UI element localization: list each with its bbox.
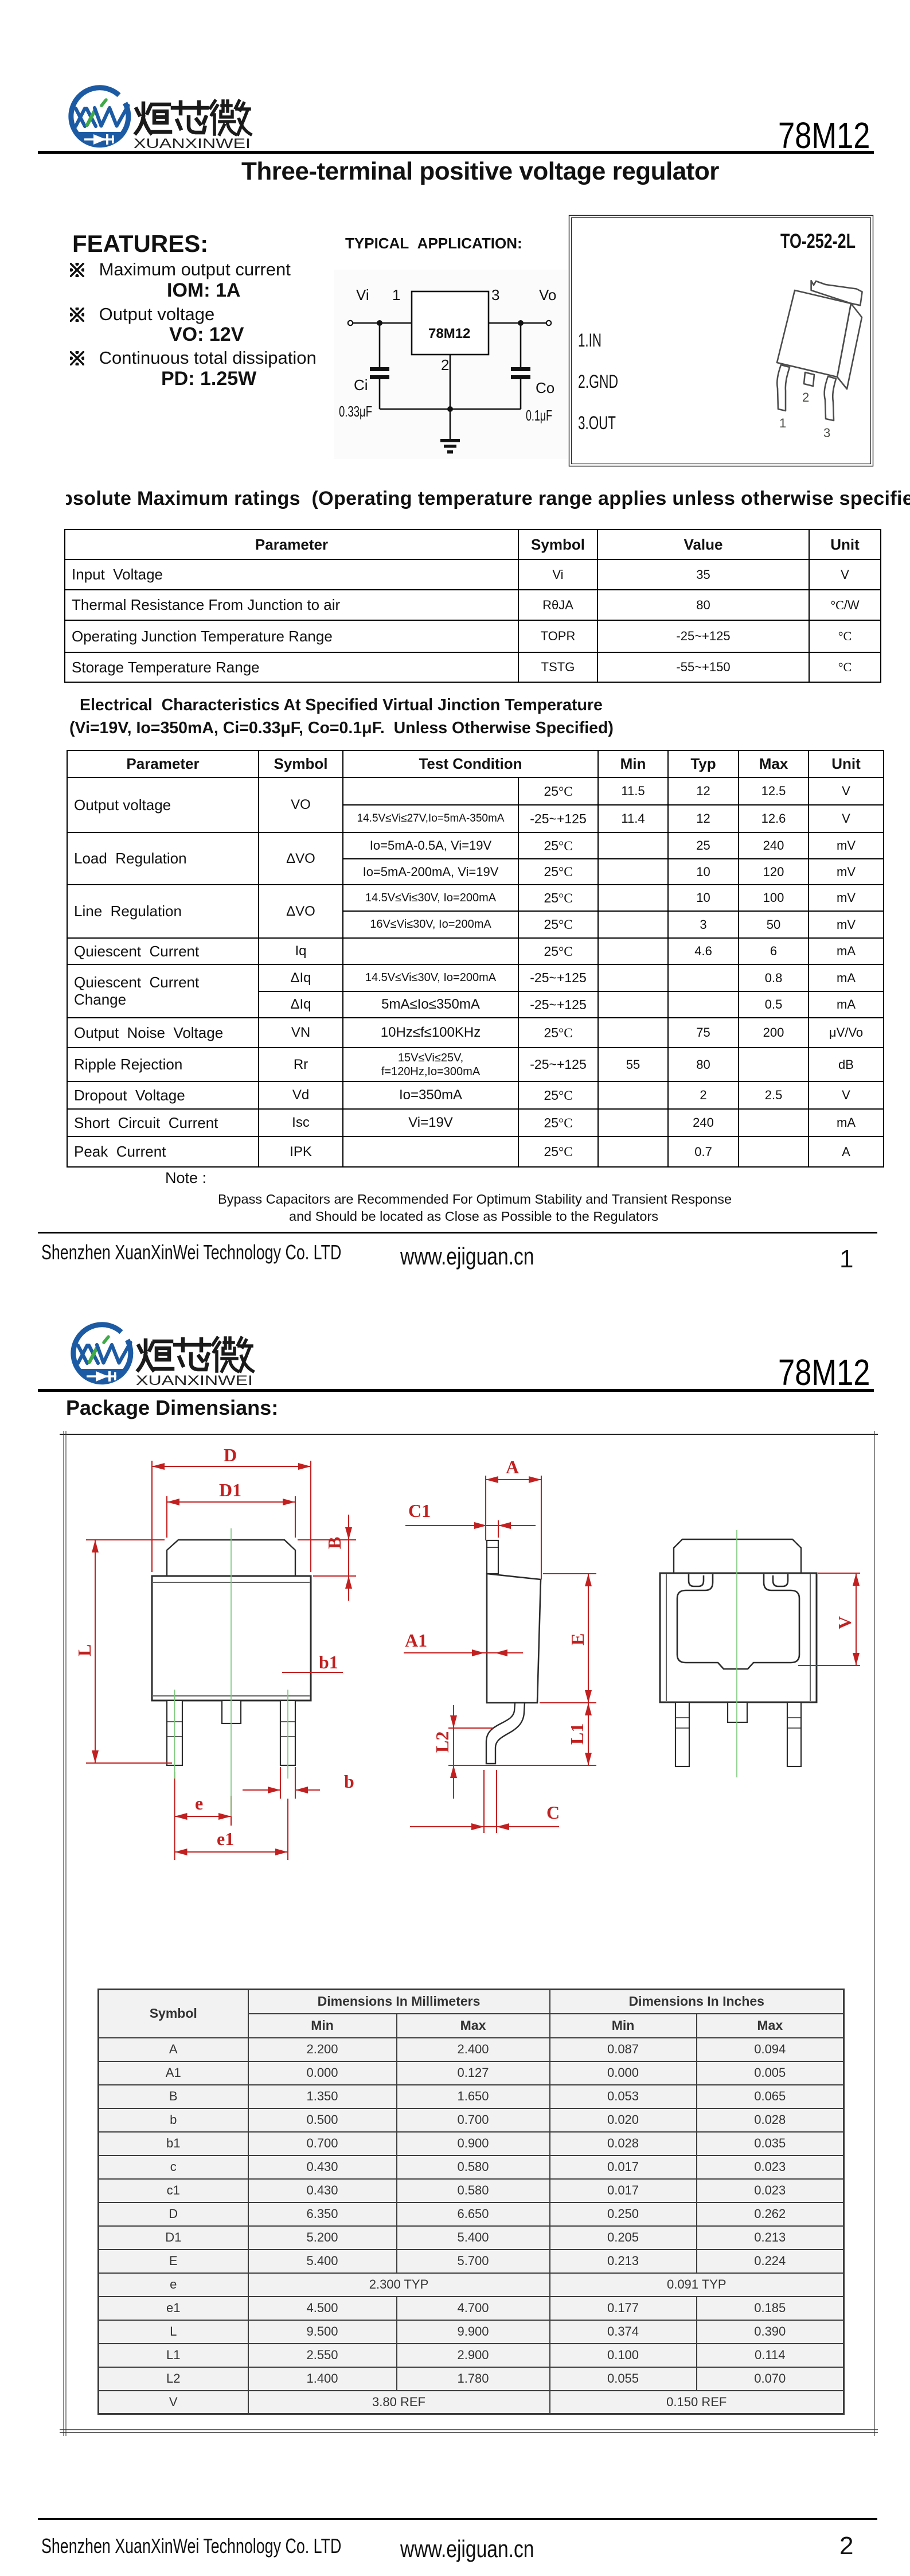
svg-text:b1: b1 xyxy=(319,1652,338,1672)
svg-text:XUANXINWEI: XUANXINWEI xyxy=(136,1373,253,1388)
svg-text:b: b xyxy=(344,1771,354,1792)
svg-text:78M12: 78M12 xyxy=(428,326,470,341)
svg-text:1: 1 xyxy=(779,416,786,430)
svg-text:A1: A1 xyxy=(405,1630,427,1651)
svg-text:Co: Co xyxy=(536,379,554,396)
svg-text:L1: L1 xyxy=(567,1723,587,1745)
svg-text:L2: L2 xyxy=(432,1731,452,1753)
svg-text:E: E xyxy=(567,1633,588,1645)
svg-text:V: V xyxy=(834,1616,855,1629)
svg-text:0.1μF: 0.1μF xyxy=(526,407,552,424)
svg-text:Vi: Vi xyxy=(356,286,369,303)
svg-text:XUANXINWEI: XUANXINWEI xyxy=(134,136,251,151)
svg-text:e1: e1 xyxy=(217,1828,234,1849)
svg-text:3: 3 xyxy=(823,426,830,440)
svg-text:D: D xyxy=(224,1445,237,1465)
svg-text:C: C xyxy=(546,1802,560,1823)
svg-text:e: e xyxy=(195,1793,203,1814)
svg-text:2: 2 xyxy=(441,356,449,373)
svg-text:B: B xyxy=(324,1537,345,1549)
svg-text:1.IN: 1.IN xyxy=(578,330,602,351)
svg-text:L: L xyxy=(74,1644,95,1656)
svg-text:1: 1 xyxy=(392,286,400,303)
svg-text:A: A xyxy=(506,1457,519,1477)
svg-text:D1: D1 xyxy=(219,1480,241,1500)
svg-text:3.OUT: 3.OUT xyxy=(578,413,616,433)
svg-text:2.GND: 2.GND xyxy=(578,371,618,392)
svg-text:Ci: Ci xyxy=(354,376,368,394)
svg-text:2: 2 xyxy=(802,390,809,404)
svg-text:0.33μF: 0.33μF xyxy=(339,403,372,420)
svg-text:Vo: Vo xyxy=(539,286,556,303)
svg-text:C1: C1 xyxy=(408,1500,431,1521)
svg-text:3: 3 xyxy=(491,286,499,303)
svg-text:TO-252-2L: TO-252-2L xyxy=(780,230,856,252)
